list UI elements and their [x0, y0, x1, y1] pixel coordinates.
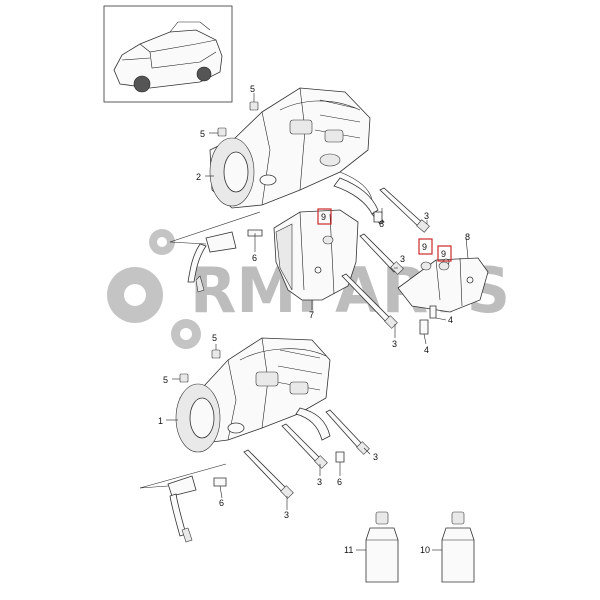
pipe-lower	[295, 407, 331, 441]
callout-3: 3	[400, 254, 405, 264]
fasteners-lower	[179, 349, 345, 487]
oil-bottle-10	[441, 511, 475, 583]
callout-9: 9	[321, 212, 326, 222]
connector-upper	[187, 231, 237, 293]
oil-bottle-11	[365, 511, 399, 583]
callout-3: 3	[373, 452, 378, 462]
callout-9: 9	[441, 249, 446, 259]
callout-2: 2	[196, 172, 201, 182]
vehicle-thumbnail	[103, 5, 233, 103]
callout-6: 6	[219, 498, 224, 508]
callout-4: 4	[424, 345, 429, 355]
compressor-lower	[175, 337, 331, 453]
callout-5: 5	[212, 333, 217, 343]
callout-5: 5	[163, 375, 168, 385]
bolts-lower	[243, 409, 370, 499]
gear-icon	[107, 229, 201, 349]
callout-8: 8	[465, 232, 470, 242]
compressor-upper	[209, 87, 373, 209]
connector-lower	[167, 475, 197, 543]
callout-3: 3	[284, 510, 289, 520]
callout-4: 4	[448, 315, 453, 325]
callout-6: 6	[337, 477, 342, 487]
leader-lines	[139, 93, 469, 551]
callout-3: 3	[317, 477, 322, 487]
car-icon	[113, 21, 223, 93]
highlight-boxes	[317, 208, 452, 262]
bracket-upper	[273, 209, 359, 301]
callout-11: 11	[344, 545, 353, 555]
bracket-lower-right	[397, 257, 489, 313]
callout-3: 3	[424, 211, 429, 221]
callout-5: 5	[200, 129, 205, 139]
callout-6: 6	[252, 253, 257, 263]
pipe-upper	[333, 177, 379, 215]
callout-labels: 2 5 5 6 6 9 9 9 3 3 7 8 3 4 4 5 5 1 3 3 …	[158, 84, 470, 555]
callout-5: 5	[250, 84, 255, 94]
callout-9: 9	[422, 242, 427, 252]
callout-10: 10	[420, 545, 430, 555]
callout-3: 3	[392, 339, 397, 349]
callout-6: 6	[379, 219, 384, 229]
callout-7: 7	[309, 310, 314, 320]
callout-1: 1	[158, 416, 163, 426]
